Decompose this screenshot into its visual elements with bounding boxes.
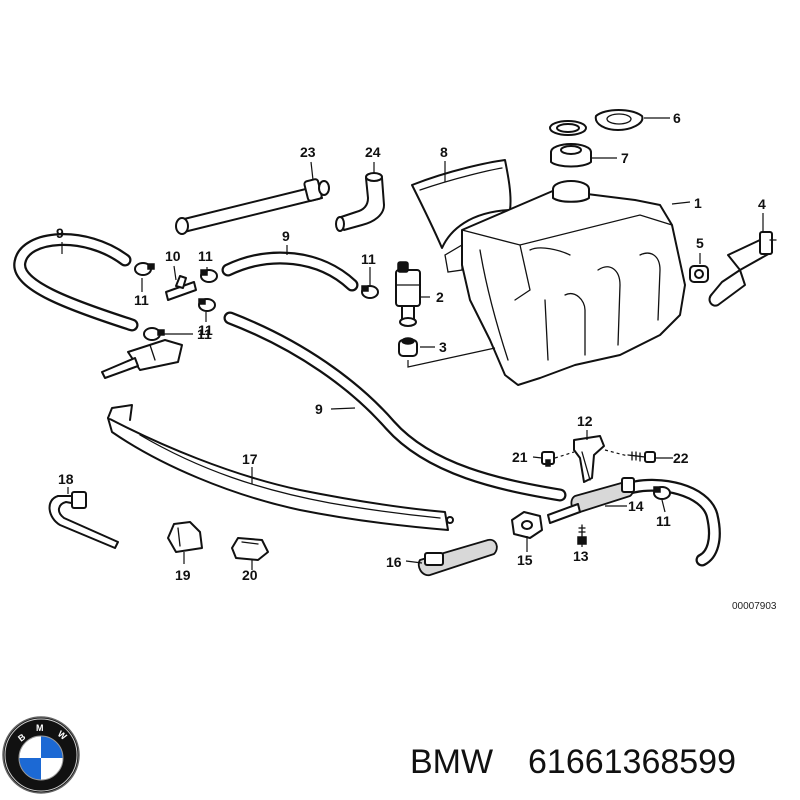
clip-21 (541, 451, 555, 467)
pump-2 (395, 261, 421, 327)
leader-lines (61, 117, 764, 570)
clip-19 (167, 521, 203, 553)
callout-1: 1 (694, 195, 702, 211)
clip-20 (231, 537, 269, 561)
brand-label: BMW (410, 743, 493, 781)
callout-22: 22 (673, 450, 689, 466)
callout-24: 24 (365, 144, 381, 160)
grommet-3 (398, 337, 418, 357)
callout-3: 3 (439, 339, 447, 355)
part-number: 61661368599 (528, 743, 736, 781)
connector-10 (165, 275, 197, 301)
callout-18: 18 (58, 471, 74, 487)
callout-5: 5 (696, 235, 704, 251)
hose-clamp-5 (361, 285, 379, 299)
nut-15 (511, 511, 543, 539)
reservoir-tank-1 (444, 180, 686, 386)
callout-19: 19 (175, 567, 191, 583)
bracket-17 (107, 404, 454, 531)
callout-4: 4 (758, 196, 766, 212)
callout-15: 15 (517, 552, 533, 568)
bmw-roundel-logo: B M W (2, 716, 80, 794)
nozzle-16 (417, 538, 498, 577)
callout-11d: 11 (197, 326, 212, 342)
tube-23 (175, 178, 330, 235)
callout-11f: 11 (656, 513, 671, 529)
callout-11b: 11 (198, 248, 213, 264)
svg-text:M: M (36, 723, 44, 733)
level-sensor-4 (708, 231, 777, 307)
nozzle-14 (547, 477, 635, 524)
hose-clamp-4 (143, 327, 165, 341)
callout-23: 23 (300, 144, 316, 160)
seal-ring-6 (549, 109, 644, 136)
hose-clamp-1 (134, 262, 155, 276)
hose-9-middle (221, 251, 359, 292)
screw-13 (577, 524, 587, 545)
callout-12: 12 (577, 413, 593, 429)
svg-text:B: B (16, 731, 28, 743)
callout-6: 6 (673, 110, 681, 126)
callout-20: 20 (242, 567, 258, 583)
diagram-reference: 00007903 (732, 601, 777, 612)
callout-13: 13 (573, 548, 589, 564)
callout-11c: 11 (198, 322, 213, 338)
strap-clip-18 (48, 491, 119, 549)
callout-8: 8 (440, 144, 448, 160)
hose-clamp-6 (653, 486, 671, 500)
callout-17: 17 (242, 451, 258, 467)
callout-10: 10 (165, 248, 181, 264)
bracket-12 (573, 435, 605, 483)
hose-clamp-2 (200, 269, 218, 283)
callout-9c: 9 (315, 401, 323, 417)
grommet-5 (689, 265, 709, 283)
filler-cap-7 (550, 143, 592, 168)
hose-9-long (223, 311, 567, 502)
hose-9-left (13, 233, 139, 332)
callout-14: 14 (628, 498, 644, 514)
hose-right-hook (623, 478, 721, 567)
callout-21: 21 (512, 449, 528, 465)
callout-16: 16 (386, 554, 402, 570)
hose-clamp-3 (198, 298, 216, 312)
nozzle-24 (335, 172, 385, 232)
callout-9b: 9 (282, 228, 290, 244)
callout-9a: 9 (56, 225, 64, 241)
callouts: 1 2 3 4 5 6 7 8 9 9 9 10 11 11 11 11 11 … (56, 110, 766, 583)
callout-7: 7 (621, 150, 629, 166)
callout-2: 2 (436, 289, 444, 305)
nozzle-bracket-left (101, 339, 183, 379)
screw-22 (627, 451, 656, 463)
callout-11e: 11 (361, 251, 376, 267)
callout-11a: 11 (134, 292, 149, 308)
